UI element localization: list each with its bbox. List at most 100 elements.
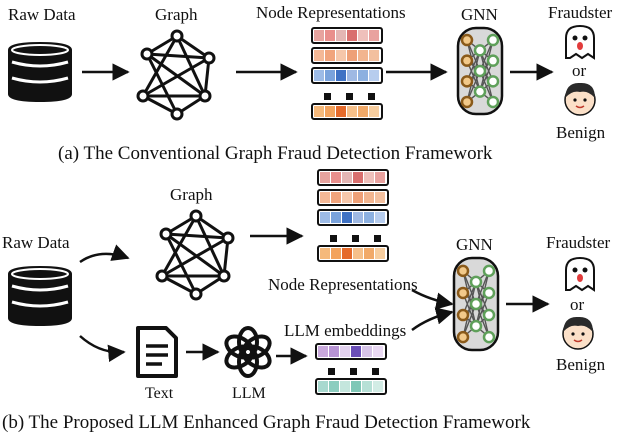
embedding-stack-b: [317, 169, 389, 262]
embedding-a-cell: [369, 50, 379, 61]
embedding-b-cell: [353, 248, 363, 259]
gnn-node: [473, 44, 487, 57]
gnn-node: [482, 264, 496, 278]
embedding-a-cell: [369, 106, 379, 117]
gnn-node: [482, 308, 496, 322]
llm-embedding-cell: [318, 346, 328, 357]
embedding-a-cell: [325, 30, 335, 41]
text-label: Text: [145, 385, 174, 402]
embedding-b-cell: [364, 172, 374, 183]
embedding-a-cell: [336, 70, 346, 81]
gnn-node: [482, 330, 496, 344]
embedding-a-row: [311, 47, 383, 64]
graph-label-b: Graph: [170, 185, 213, 204]
gnn-node: [486, 75, 500, 88]
llm-logo-icon: [224, 326, 272, 378]
embedding-b-cell: [320, 172, 330, 183]
embedding-a-cell: [325, 106, 335, 117]
gnn-node: [460, 95, 474, 109]
fraudster-label-a: Fraudster: [548, 3, 613, 22]
gnn-edge: [466, 50, 481, 103]
embedding-b-cell: [375, 172, 385, 183]
raw-data-label-b: Raw Data: [2, 233, 70, 252]
benign-label-b: Benign: [556, 355, 606, 374]
gnn-node: [469, 297, 483, 311]
arrow-data-to-graph-b: [79, 244, 130, 264]
gnn-edge: [475, 270, 490, 327]
embedding-stack-a: [311, 27, 383, 120]
embedding-a-cell: [336, 50, 346, 61]
embedding-a-cell: [347, 30, 357, 41]
embedding-a-cell: [314, 106, 324, 117]
benign-label-a: Benign: [556, 123, 606, 142]
benign-face-icon-b: [562, 316, 594, 350]
embedding-b-row: [317, 245, 389, 262]
gnn-node: [460, 75, 474, 88]
llm-embedding-cell: [362, 346, 372, 357]
embedding-a-cell: [358, 70, 368, 81]
embedding-b-row: [317, 169, 389, 186]
embedding-b-dot: [352, 235, 359, 242]
llm-embedding-cell: [329, 381, 339, 392]
embedding-b-cell: [375, 212, 385, 223]
llm-embedding-dot: [350, 368, 357, 375]
gnn-node: [456, 330, 470, 344]
gnn-node: [486, 95, 500, 109]
gnn-node: [460, 33, 474, 47]
embedding-b-cell: [331, 192, 341, 203]
arrow-repr-to-gnn-b: [411, 288, 454, 310]
embedding-a-cell: [347, 106, 357, 117]
embedding-b-cell: [375, 192, 385, 203]
llm-embedding-cell: [351, 381, 361, 392]
embedding-a-cell: [314, 30, 324, 41]
gnn-label-a: GNN: [461, 5, 498, 24]
gnn-icon-a: [456, 26, 504, 116]
node-repr-label-b: Node Representations: [268, 275, 418, 294]
embedding-a-row: [311, 67, 383, 84]
embedding-a-cell: [369, 30, 379, 41]
gnn-edge: [479, 39, 494, 92]
database-icon-b: [8, 266, 72, 326]
embedding-a-cell: [358, 106, 368, 117]
gnn-node: [469, 275, 483, 289]
embedding-a-dot: [346, 93, 353, 100]
embedding-b-cell: [353, 212, 363, 223]
llm-embedding-cell: [373, 381, 383, 392]
gnn-label-b: GNN: [456, 235, 493, 254]
llm-embedding-stack: [315, 343, 387, 395]
embedding-b-cell: [364, 248, 374, 259]
embedding-a-cell: [336, 106, 346, 117]
embedding-b-cell: [353, 172, 363, 183]
embedding-a-cell: [347, 70, 357, 81]
embedding-a-cell: [369, 70, 379, 81]
embedding-a-cell: [358, 50, 368, 61]
raw-data-label-a: Raw Data: [8, 5, 76, 24]
gnn-node: [473, 64, 487, 78]
embedding-a-cell: [325, 70, 335, 81]
embedding-a-dot: [324, 93, 331, 100]
caption-b: (b) The Proposed LLM Enhanced Graph Frau…: [2, 412, 531, 433]
arrow-llm-emb-to-gnn-b: [411, 307, 454, 332]
gnn-node: [456, 264, 470, 278]
database-icon: [8, 42, 72, 102]
embedding-b-cell: [342, 248, 352, 259]
embedding-a-cell: [336, 30, 346, 41]
embedding-b-cell: [375, 248, 385, 259]
llm-embedding-cell: [373, 346, 383, 357]
embedding-b-cell: [320, 248, 330, 259]
benign-face-icon-a: [564, 82, 596, 116]
gnn-node: [473, 85, 487, 98]
embedding-b-cell: [320, 192, 330, 203]
llm-embedding-cell: [362, 381, 372, 392]
embedding-a-cell: [314, 70, 324, 81]
ghost-icon-a: [565, 24, 595, 60]
llm-embedding-cell: [318, 381, 328, 392]
embedding-a-cell: [325, 50, 335, 61]
embedding-b-cell: [342, 212, 352, 223]
or-label-a: or: [572, 61, 587, 80]
llm-embedding-cell: [340, 346, 350, 357]
embedding-b-cell: [331, 172, 341, 183]
embedding-a-cell: [314, 50, 324, 61]
llm-embedding-dot: [328, 368, 335, 375]
